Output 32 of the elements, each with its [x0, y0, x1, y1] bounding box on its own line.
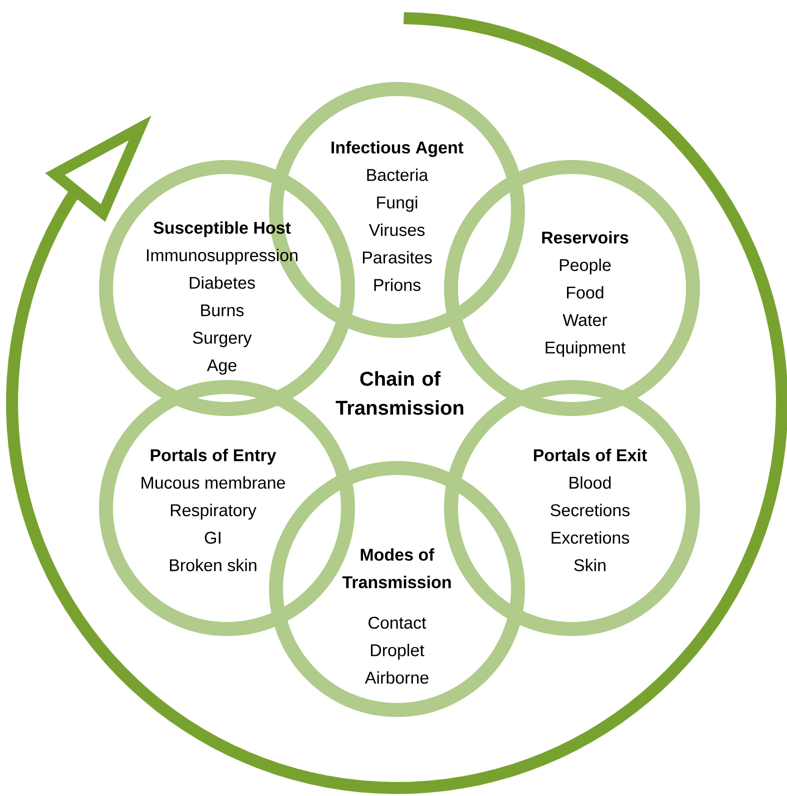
heading: Susceptible Host — [154, 221, 291, 238]
item-text: Blood — [570, 476, 611, 489]
item-text: Parasites — [362, 251, 432, 264]
item-text: Viruses — [368, 224, 425, 236]
item-text: Skin — [574, 558, 606, 572]
heading: Modes of Transmission — [342, 548, 451, 588]
item-text: Droplet — [371, 644, 424, 660]
item-text: GI — [204, 532, 220, 544]
item-text: Water — [562, 314, 608, 326]
item-text: Burns — [201, 304, 244, 316]
item-text: Broken skin — [170, 558, 256, 572]
heading: Reservoirs — [542, 231, 628, 244]
item-text: Food — [567, 286, 604, 299]
item-text: Contact — [368, 616, 426, 629]
item-text: Secretions — [550, 504, 630, 516]
item-text: Surgery — [193, 332, 252, 348]
item-text: Fungi — [377, 196, 418, 212]
item-text: Bacteria — [367, 168, 428, 181]
item-text: Diabetes — [190, 276, 255, 289]
item-text: Immunosuppression — [147, 248, 298, 265]
item-text: Respiratory — [170, 504, 256, 520]
item-text: Prions — [374, 278, 420, 291]
item-text: Equipment — [546, 341, 626, 357]
heading: Portals of Exit — [534, 448, 647, 462]
item-text: People — [560, 258, 611, 274]
heading: Infectious Agent — [332, 141, 464, 157]
heading: Portals of Entry — [150, 448, 276, 465]
item-text: Mucous membrane — [142, 476, 285, 489]
item-text: Airborne — [364, 671, 428, 684]
item-text: Age — [206, 359, 236, 375]
center-title: Chain of Transmission — [336, 371, 464, 415]
item-text: Excretions — [552, 531, 630, 544]
